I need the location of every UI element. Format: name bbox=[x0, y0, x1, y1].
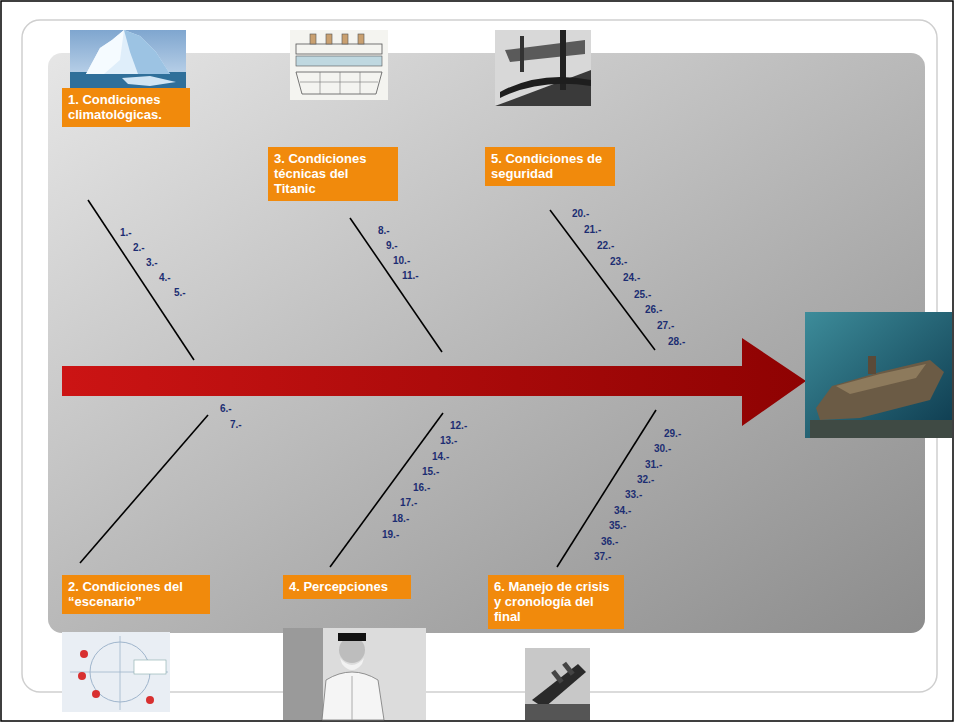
category-title: 3. Condiciones técnicas del Titanic bbox=[274, 151, 392, 196]
callout-number: 11.- bbox=[402, 270, 419, 282]
callout-number: 5.- bbox=[174, 287, 186, 299]
callout-number: 18.- bbox=[392, 513, 409, 525]
callout-number: 10.- bbox=[393, 255, 410, 267]
lifeboats-picture bbox=[495, 30, 591, 106]
callout-number: 35.- bbox=[609, 520, 626, 532]
callout-number: 36.- bbox=[601, 536, 618, 548]
callout-number: 6.- bbox=[220, 403, 232, 415]
callout-number: 33.- bbox=[625, 489, 642, 501]
sinking-ship-picture bbox=[525, 648, 590, 720]
slide-panel bbox=[22, 20, 937, 692]
callout-number: 2.- bbox=[133, 242, 145, 254]
callout-number: 29.- bbox=[664, 428, 681, 440]
category-title: 2. Condiciones del “escenario” bbox=[68, 579, 204, 609]
callout-number: 16.- bbox=[413, 482, 430, 494]
callout-number: 32.- bbox=[637, 474, 654, 486]
callout-number: 37.- bbox=[594, 551, 611, 563]
category-box: 1. Condiciones climatológicas. bbox=[62, 88, 190, 127]
callout-number: 14.- bbox=[432, 451, 449, 463]
callout-number: 31.- bbox=[645, 459, 662, 471]
callout-number: 34.- bbox=[614, 505, 631, 517]
callout-number: 19.- bbox=[382, 529, 399, 541]
callout-number: 12.- bbox=[450, 420, 467, 432]
callout-number: 20.- bbox=[572, 208, 589, 220]
category-box: 6. Manejo de crisis y cronología del fin… bbox=[488, 575, 624, 629]
callout-number: 25.- bbox=[634, 289, 651, 301]
captain-picture bbox=[283, 628, 426, 720]
category-box: 5. Condiciones de seguridad bbox=[485, 147, 615, 186]
ship-plan-picture bbox=[290, 30, 388, 100]
category-box: 4. Percepciones bbox=[283, 575, 411, 599]
callout-number: 23.- bbox=[610, 256, 627, 268]
callout-number: 21.- bbox=[584, 224, 601, 236]
callout-number: 9.- bbox=[386, 240, 398, 252]
bone-line bbox=[350, 218, 442, 352]
callout-number: 22.- bbox=[597, 240, 614, 252]
callout-number: 3.- bbox=[146, 257, 158, 269]
callout-number: 13.- bbox=[440, 435, 457, 447]
bone-line bbox=[80, 415, 208, 563]
callout-number: 15.- bbox=[422, 466, 439, 478]
bone-lines bbox=[80, 200, 656, 567]
callout-number: 24.- bbox=[623, 272, 640, 284]
bone-line bbox=[557, 410, 656, 567]
spine-arrow bbox=[62, 338, 806, 426]
category-title: 5. Condiciones de seguridad bbox=[491, 151, 609, 181]
wreck-picture bbox=[805, 312, 952, 438]
callout-number: 30.- bbox=[654, 443, 671, 455]
category-title: 1. Condiciones climatológicas. bbox=[68, 92, 184, 122]
category-box: 2. Condiciones del “escenario” bbox=[62, 575, 210, 614]
bone-line bbox=[88, 200, 194, 360]
callout-number: 7.- bbox=[230, 419, 242, 431]
gray-panel bbox=[48, 53, 925, 633]
callout-number: 27.- bbox=[657, 320, 674, 332]
category-title: 4. Percepciones bbox=[289, 579, 405, 594]
bone-line bbox=[330, 413, 443, 567]
callout-number: 1.- bbox=[120, 227, 132, 239]
callout-number: 8.- bbox=[378, 225, 390, 237]
category-title: 6. Manejo de crisis y cronología del fin… bbox=[494, 579, 618, 624]
iceberg-picture bbox=[70, 30, 186, 88]
callout-number: 4.- bbox=[159, 272, 171, 284]
callout-number: 28.- bbox=[668, 336, 685, 348]
bone-line bbox=[550, 210, 655, 350]
map-picture bbox=[62, 632, 170, 712]
category-box: 3. Condiciones técnicas del Titanic bbox=[268, 147, 398, 201]
callout-number: 26.- bbox=[645, 304, 662, 316]
callout-number: 17.- bbox=[400, 497, 417, 509]
